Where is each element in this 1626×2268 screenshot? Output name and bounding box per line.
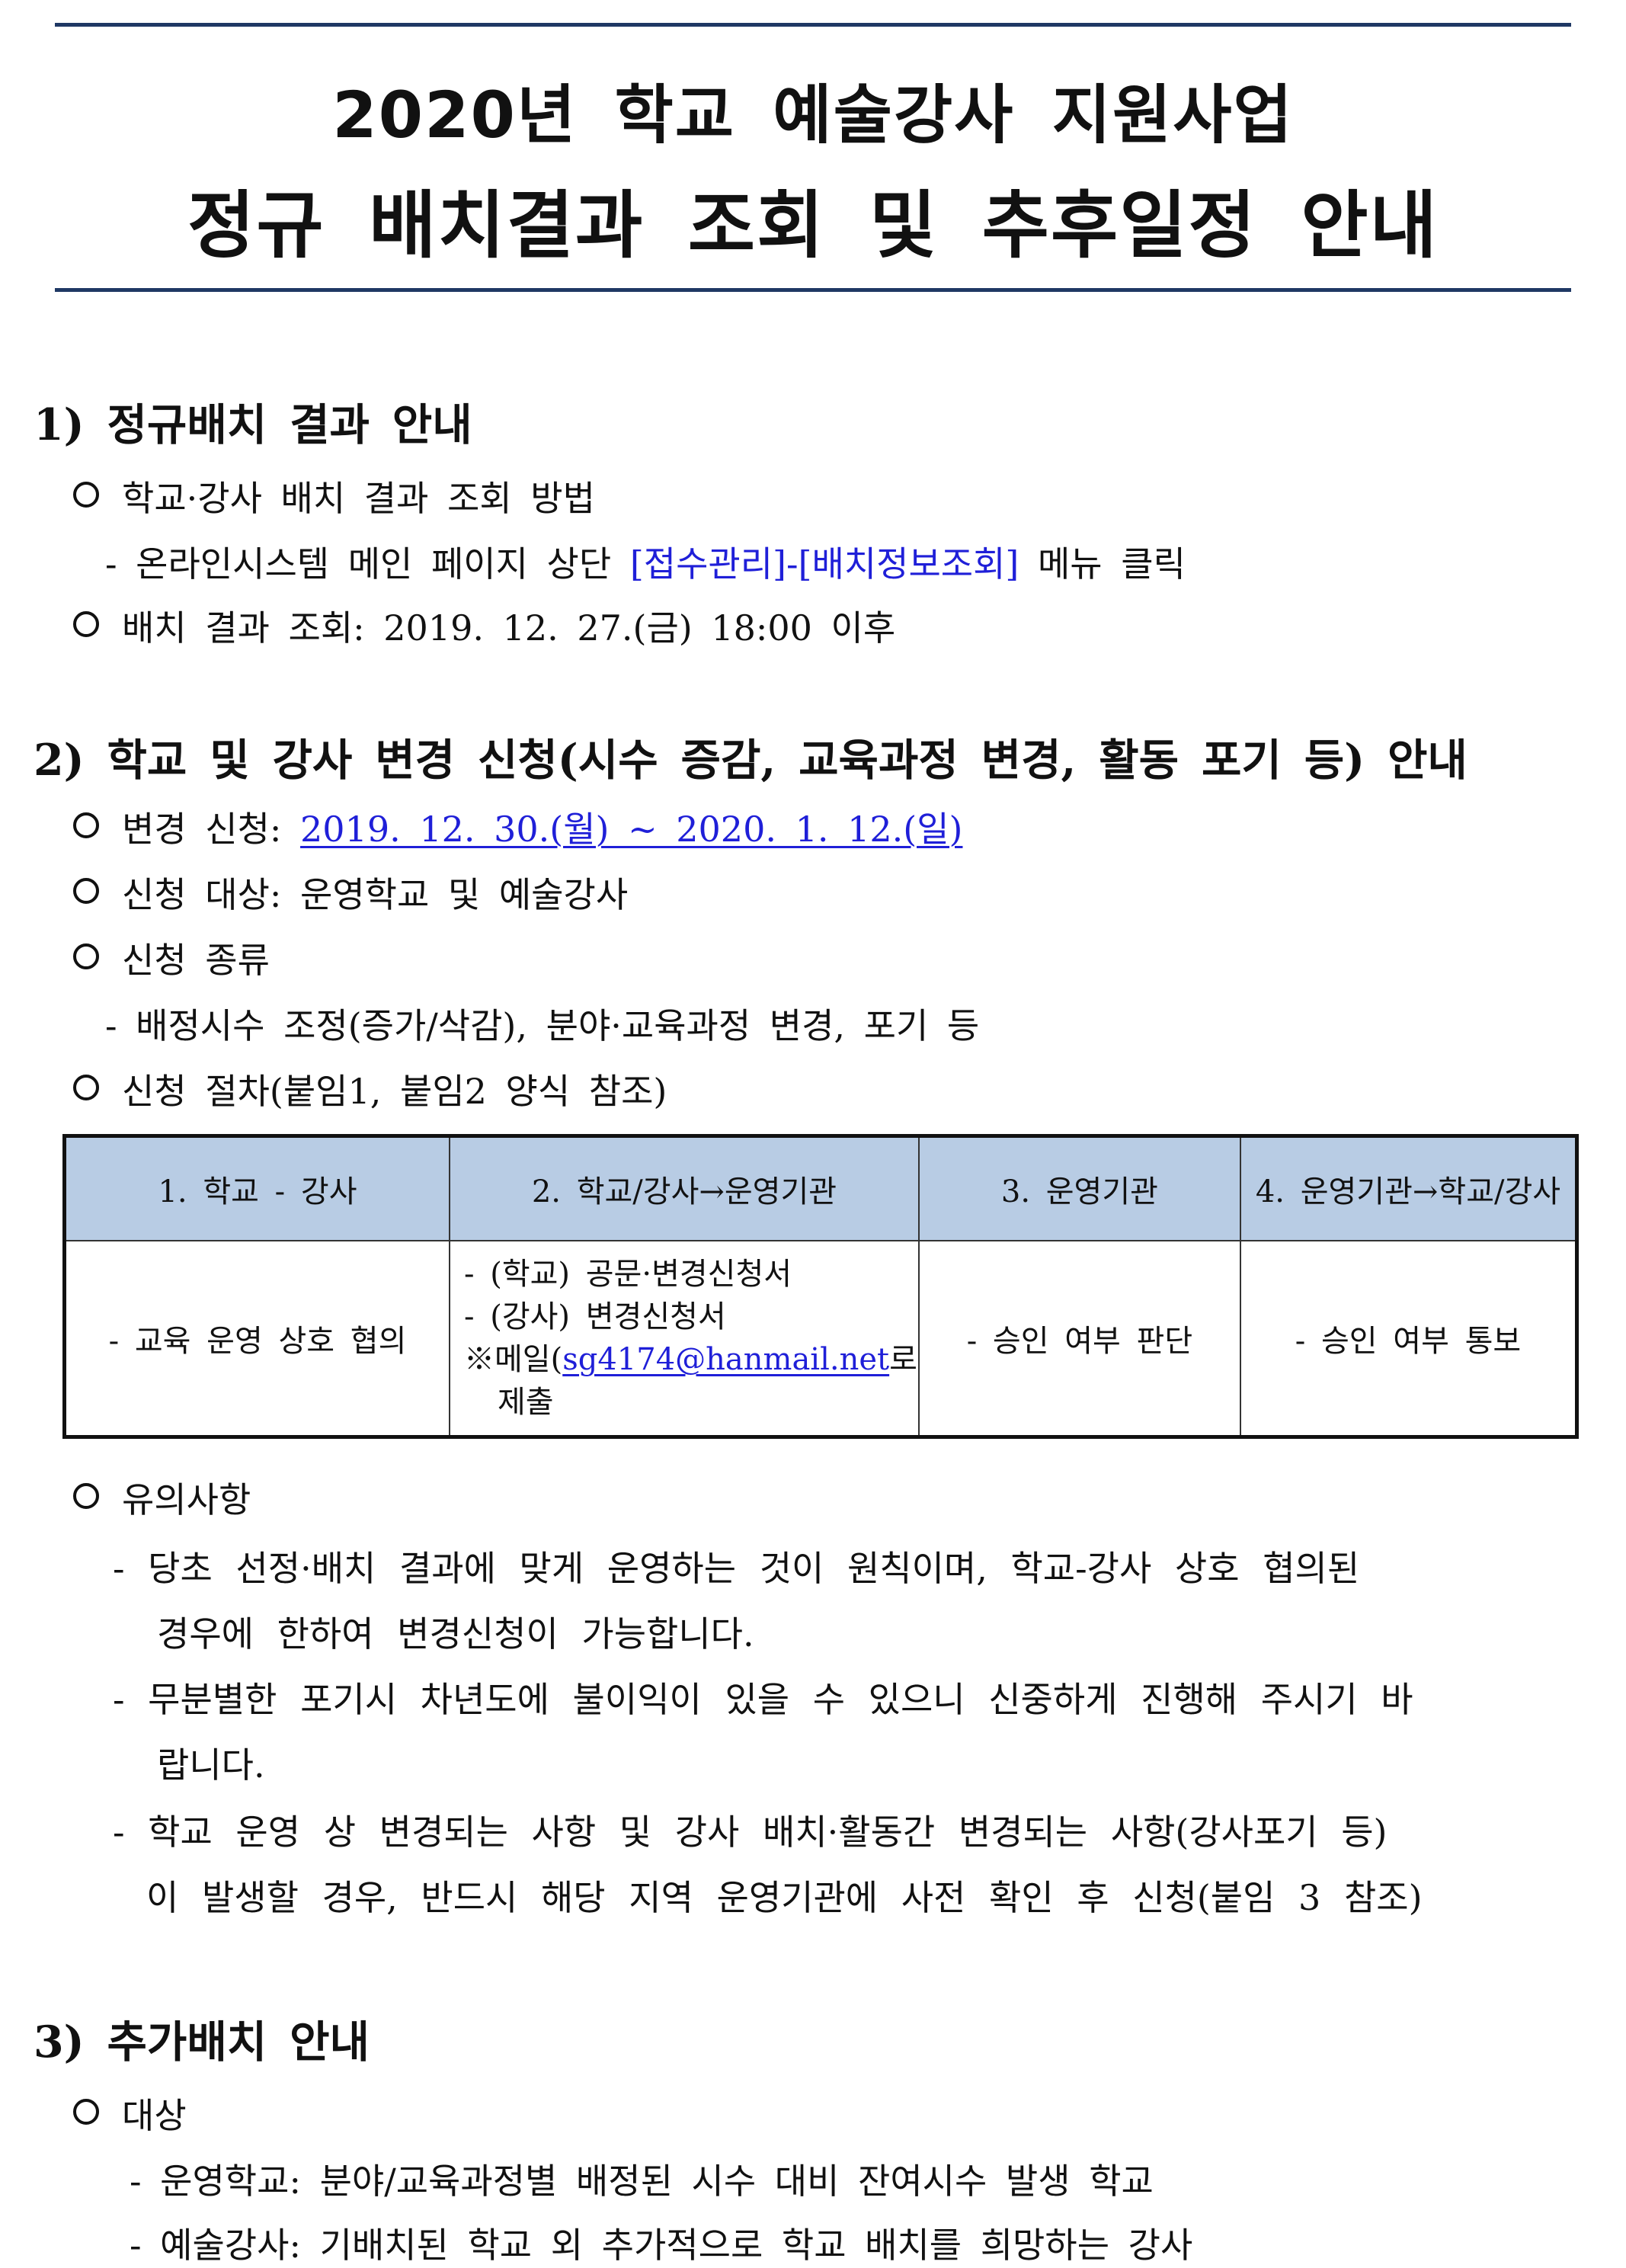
- section1-item1: 학교·강사 배치 결과 조회 방법: [73, 471, 595, 521]
- table-row: - 교육 운영 상호 협의 - (학교) 공문·변경신청서 - (강사) 변경신…: [63, 1240, 1578, 1438]
- circle-bullet-icon: [73, 812, 99, 838]
- change-period-date: 2019. 12. 30.(월) ~ 2020. 1. 12.(일): [300, 809, 963, 850]
- table-cell-submission: - (학교) 공문·변경신청서 - (강사) 변경신청서 ※메일(sg4174@…: [449, 1240, 920, 1438]
- section1-heading: 1) 정규배치 결과 안내: [34, 399, 472, 450]
- circle-bullet-icon: [73, 1075, 99, 1100]
- section3-heading: 3) 추가배치 안내: [34, 2017, 370, 2068]
- note3-line2: 이 발생할 경우, 반드시 해당 지역 운영기관에 사전 확인 후 신청(붙임 …: [146, 1877, 1423, 1918]
- table-header: 1. 학교 - 강사: [63, 1135, 450, 1241]
- section3-sub2: - 예술강사: 기배치된 학교 외 추가적으로 학교 배치를 희망하는 강사: [130, 2225, 1193, 2266]
- section2-item5: 유의사항: [73, 1472, 251, 1523]
- section2-item4: 신청 절차(붙임1, 붙임2 양식 참조): [73, 1064, 667, 1114]
- circle-bullet-icon: [73, 943, 99, 969]
- bottom-rule: [55, 288, 1571, 292]
- circle-bullet-icon: [73, 2099, 99, 2125]
- section2-item3: 신청 종류: [73, 933, 270, 983]
- circle-bullet-icon: [73, 611, 99, 637]
- table-header: 4. 운영기관→학교/강사: [1239, 1135, 1578, 1241]
- email-link[interactable]: sg4174@hanmail.net: [562, 1342, 890, 1377]
- note2-line1: - 무분별한 포기시 차년도에 불이익이 있을 수 있으니 신중하게 진행해 주…: [113, 1679, 1413, 1720]
- table-header-row: 1. 학교 - 강사 2. 학교/강사→운영기관 3. 운영기관 4. 운영기관…: [63, 1135, 1578, 1241]
- section3-item1: 대상: [73, 2088, 187, 2138]
- table-cell-notify: - 승인 여부 통보: [1239, 1240, 1578, 1438]
- circle-bullet-icon: [73, 482, 99, 508]
- section2-item3-sub: - 배정시수 조정(증가/삭감), 분야·교육과정 변경, 포기 등: [105, 1005, 980, 1046]
- procedure-table: 1. 학교 - 강사 2. 학교/강사→운영기관 3. 운영기관 4. 운영기관…: [62, 1134, 1579, 1439]
- document-title-line2: 정규 배치결과 조회 및 추후일정 안내: [187, 183, 1439, 268]
- table-header: 2. 학교/강사→운영기관: [449, 1135, 920, 1241]
- top-rule: [55, 23, 1571, 27]
- table-cell-approval: - 승인 여부 판단: [917, 1240, 1241, 1438]
- document-title-line1: 2020년 학교 예술강사 지원사업: [332, 78, 1294, 152]
- section2-heading: 2) 학교 및 강사 변경 신청(시수 증감, 교육과정 변경, 활동 포기 등…: [34, 735, 1468, 786]
- section3-sub1: - 운영학교: 분야/교육과정별 배정된 시수 대비 잔여시수 발생 학교: [130, 2161, 1154, 2202]
- table-cell-consult: - 교육 운영 상호 협의: [63, 1240, 450, 1438]
- circle-bullet-icon: [73, 878, 99, 904]
- note2-line2: 랍니다.: [157, 1744, 265, 1786]
- note1-line1: - 당초 선정·배치 결과에 맞게 운영하는 것이 원칙이며, 학교-강사 상호…: [113, 1548, 1360, 1589]
- section1-sub1: - 온라인시스템 메인 페이지 상단 [접수관리]-[배치정보조회] 메뉴 클릭: [105, 543, 1186, 585]
- note1-line2: 경우에 한하여 변경신청이 가능합니다.: [157, 1613, 754, 1655]
- section2-item1: 변경 신청: 2019. 12. 30.(월) ~ 2020. 1. 12.(일…: [73, 802, 962, 852]
- section2-item2: 신청 대상: 운영학교 및 예술강사: [73, 867, 628, 918]
- circle-bullet-icon: [73, 1483, 99, 1509]
- menu-path-link: [접수관리]-[배치정보조회]: [629, 543, 1019, 585]
- table-header: 3. 운영기관: [917, 1135, 1241, 1241]
- section1-item2: 배치 결과 조회: 2019. 12. 27.(금) 18:00 이후: [73, 601, 895, 651]
- note3-line1: - 학교 운영 상 변경되는 사항 및 강사 배치·활동간 변경되는 사항(강사…: [113, 1812, 1388, 1853]
